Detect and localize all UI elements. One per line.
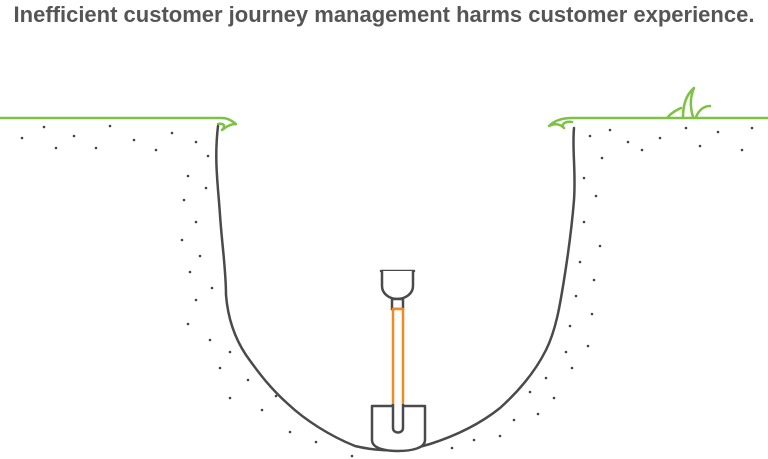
right-ground-line: [547, 116, 768, 130]
shovel-icon: [370, 269, 427, 453]
left-ground-line: [0, 116, 238, 132]
soil-dots-left: [20, 124, 354, 458]
grass-tuft-icon: [666, 86, 712, 119]
diagram-title: Inefficient customer journey management …: [13, 2, 755, 27]
soil-dots-right: [450, 126, 754, 450]
